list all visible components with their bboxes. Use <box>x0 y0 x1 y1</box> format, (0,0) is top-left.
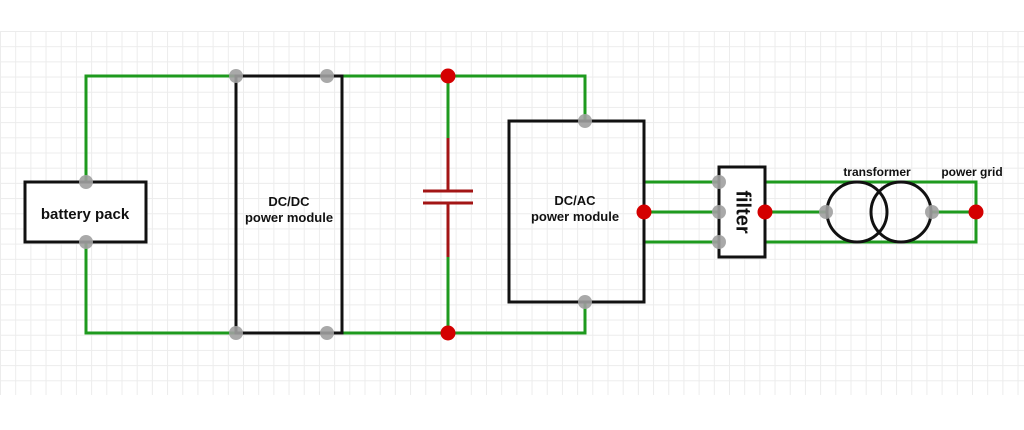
terminal-filter-in-a <box>712 175 726 189</box>
dcdc-module-box <box>234 74 344 335</box>
terminal-dcdc-top-right <box>320 69 334 83</box>
terminal-dcac-bottom <box>578 295 592 309</box>
battery-pack: battery pack <box>23 180 148 244</box>
wire-filter-bottom-to-grid <box>765 212 978 244</box>
terminal-filter-in-b <box>712 205 726 219</box>
wires <box>84 74 978 335</box>
dcdc-label-line2: power module <box>245 210 333 225</box>
terminal-dcdc-bottom-right <box>320 326 334 340</box>
terminal-battery-top <box>79 175 93 189</box>
terminal-transformer-secondary <box>925 205 939 219</box>
terminal-dcdc-bottom-left <box>229 326 243 340</box>
capacitor <box>423 138 473 257</box>
dcac-power-module: DC/AC power module <box>507 119 646 304</box>
dcdc-power-module: DC/DC power module <box>234 74 344 335</box>
junction-power-grid <box>968 204 984 220</box>
terminal-battery-bottom <box>79 235 93 249</box>
transformer <box>825 180 933 244</box>
junction-filter-output <box>757 204 773 220</box>
wire-battery-positive <box>84 74 236 182</box>
terminal-transformer-primary <box>819 205 833 219</box>
filter-box <box>717 165 767 259</box>
wire-battery-negative <box>84 242 236 335</box>
terminals <box>79 69 939 340</box>
battery-pack-label: battery pack <box>41 206 130 223</box>
filter-label: filter <box>732 190 754 234</box>
terminal-dcac-top <box>578 114 592 128</box>
junction-dc-bus-bottom <box>440 325 456 341</box>
terminal-filter-in-c <box>712 235 726 249</box>
dcac-label-line2: power module <box>531 209 619 224</box>
power-grid-label: power grid <box>941 165 1002 179</box>
wire-dc-bus-positive <box>342 74 587 121</box>
dcac-label-line1: DC/AC <box>554 193 596 208</box>
wire-filter-top-to-grid <box>765 180 978 212</box>
junction-dc-bus-top <box>440 68 456 84</box>
junctions <box>440 68 984 341</box>
transformer-secondary-coil <box>869 180 933 244</box>
junction-dcac-output <box>636 204 652 220</box>
dcdc-label-line1: DC/DC <box>268 194 310 209</box>
wire-dc-bus-negative <box>342 302 587 335</box>
filter: filter <box>717 165 767 259</box>
transformer-label: transformer <box>843 165 911 179</box>
terminal-dcdc-top-left <box>229 69 243 83</box>
battery-pack-box <box>23 180 148 244</box>
